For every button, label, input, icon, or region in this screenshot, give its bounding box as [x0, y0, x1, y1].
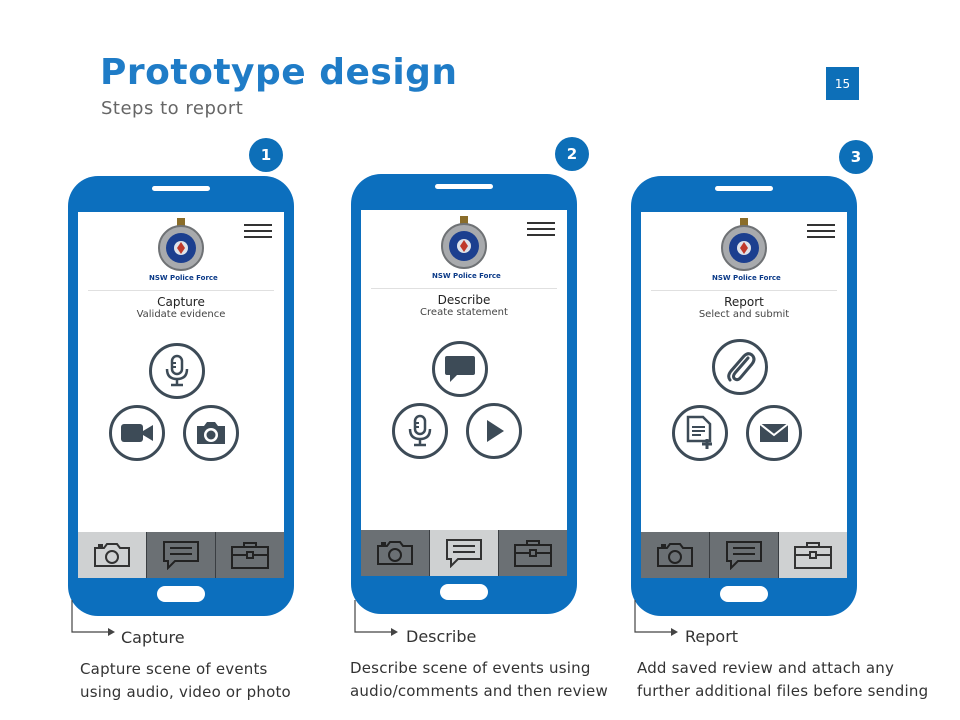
- camera-icon: [197, 422, 225, 444]
- page-subtitle: Steps to report: [101, 98, 244, 119]
- tab-describe[interactable]: [147, 532, 216, 578]
- organisation-name: NSW Police Force: [432, 272, 501, 280]
- tab-report[interactable]: [779, 532, 847, 578]
- hamburger-menu-icon[interactable]: [244, 224, 272, 242]
- tab-capture[interactable]: [78, 532, 147, 578]
- connector-arrow-icon: [354, 600, 398, 636]
- briefcase-icon: [514, 540, 552, 567]
- step-3-badge: 3: [839, 140, 873, 174]
- send-email-button[interactable]: [746, 405, 802, 461]
- video-camera-icon: [121, 424, 153, 442]
- screen-title: Report: [724, 295, 764, 309]
- police-crest-icon: [721, 218, 767, 271]
- camera-icon: [377, 541, 413, 565]
- phone-speaker: [715, 186, 773, 191]
- divider: [88, 290, 274, 291]
- page-title: Prototype design: [100, 52, 458, 93]
- description-line: Add saved review and attach any: [637, 659, 895, 677]
- play-review-button[interactable]: [466, 403, 522, 459]
- connector-arrow-icon: [71, 600, 115, 636]
- phone-home-button: [440, 584, 488, 600]
- phone-home-button: [157, 586, 205, 602]
- divider: [651, 290, 837, 291]
- tab-report[interactable]: [499, 530, 567, 576]
- organisation-name: NSW Police Force: [712, 274, 781, 282]
- step-3-description: Add saved review and attach any further …: [637, 657, 928, 703]
- camera-icon: [94, 543, 130, 567]
- play-icon: [487, 420, 504, 442]
- screen-title: Capture: [157, 295, 205, 309]
- comment-icon: [726, 541, 762, 570]
- organisation-name: NSW Police Force: [149, 274, 218, 282]
- phone-speaker: [152, 186, 210, 191]
- briefcase-icon: [794, 542, 832, 569]
- hamburger-menu-icon[interactable]: [807, 224, 835, 242]
- record-audio-button[interactable]: [149, 343, 205, 399]
- tab-capture[interactable]: [361, 530, 430, 576]
- add-document-button[interactable]: [672, 405, 728, 461]
- record-audio-button[interactable]: [392, 403, 448, 459]
- police-badge-logo: NSW Police Force: [712, 218, 781, 282]
- microphone-icon: [408, 414, 432, 447]
- police-badge-logo: NSW Police Force: [149, 218, 218, 282]
- envelope-icon: [759, 423, 789, 442]
- phone-speaker: [435, 184, 493, 189]
- tab-bar: [361, 530, 567, 576]
- camera-icon: [657, 543, 693, 567]
- take-photo-button[interactable]: [183, 405, 239, 461]
- police-crest-icon: [441, 216, 487, 269]
- description-line: further additional files before sending: [637, 682, 929, 700]
- phone-capture: NSW Police Force Capture Validate eviden…: [68, 176, 294, 616]
- step-3-label: Report: [685, 627, 739, 646]
- attach-file-button[interactable]: [712, 339, 768, 395]
- tab-capture[interactable]: [641, 532, 710, 578]
- police-badge-logo: NSW Police Force: [432, 216, 501, 280]
- step-1-label: Capture: [121, 628, 185, 647]
- phone-screen: NSW Police Force Describe Create stateme…: [361, 210, 567, 576]
- screen-subtitle: Validate evidence: [136, 309, 226, 320]
- tab-bar: [78, 532, 284, 578]
- tab-describe[interactable]: [710, 532, 779, 578]
- tab-bar: [641, 532, 847, 578]
- phone-screen: NSW Police Force Report Select and submi…: [641, 212, 847, 578]
- description-line: using audio, video or photo: [80, 683, 291, 701]
- comment-icon: [163, 541, 199, 570]
- step-2-description: Describe scene of events using audio/com…: [350, 657, 608, 703]
- step-2-label: Describe: [406, 627, 477, 646]
- phone-screen: NSW Police Force Capture Validate eviden…: [78, 212, 284, 578]
- description-line: audio/comments and then review: [350, 682, 608, 700]
- tab-describe[interactable]: [430, 530, 499, 576]
- record-video-button[interactable]: [109, 405, 165, 461]
- connector-arrow-icon: [634, 600, 678, 636]
- screen-subtitle: Select and submit: [698, 309, 790, 320]
- hamburger-menu-icon[interactable]: [527, 222, 555, 240]
- page-number-badge: 15: [826, 67, 859, 100]
- screen-title: Describe: [437, 293, 491, 307]
- police-crest-icon: [158, 218, 204, 271]
- step-1-badge: 1: [249, 138, 283, 172]
- briefcase-icon: [231, 542, 269, 569]
- tab-report[interactable]: [216, 532, 284, 578]
- speech-bubble-icon: [445, 356, 475, 382]
- divider: [371, 288, 557, 289]
- paperclip-icon: [727, 352, 756, 382]
- add-comment-button[interactable]: [432, 341, 488, 397]
- comment-icon: [446, 539, 482, 568]
- step-1-description: Capture scene of events using audio, vid…: [80, 658, 291, 704]
- add-document-icon: [686, 415, 712, 449]
- screen-subtitle: Create statement: [420, 307, 508, 318]
- microphone-icon: [165, 354, 189, 387]
- phone-home-button: [720, 586, 768, 602]
- phone-report: NSW Police Force Report Select and submi…: [631, 176, 857, 616]
- step-2-badge: 2: [555, 137, 589, 171]
- description-line: Describe scene of events using: [350, 659, 591, 677]
- description-line: Capture scene of events: [80, 660, 268, 678]
- phone-describe: NSW Police Force Describe Create stateme…: [351, 174, 577, 614]
